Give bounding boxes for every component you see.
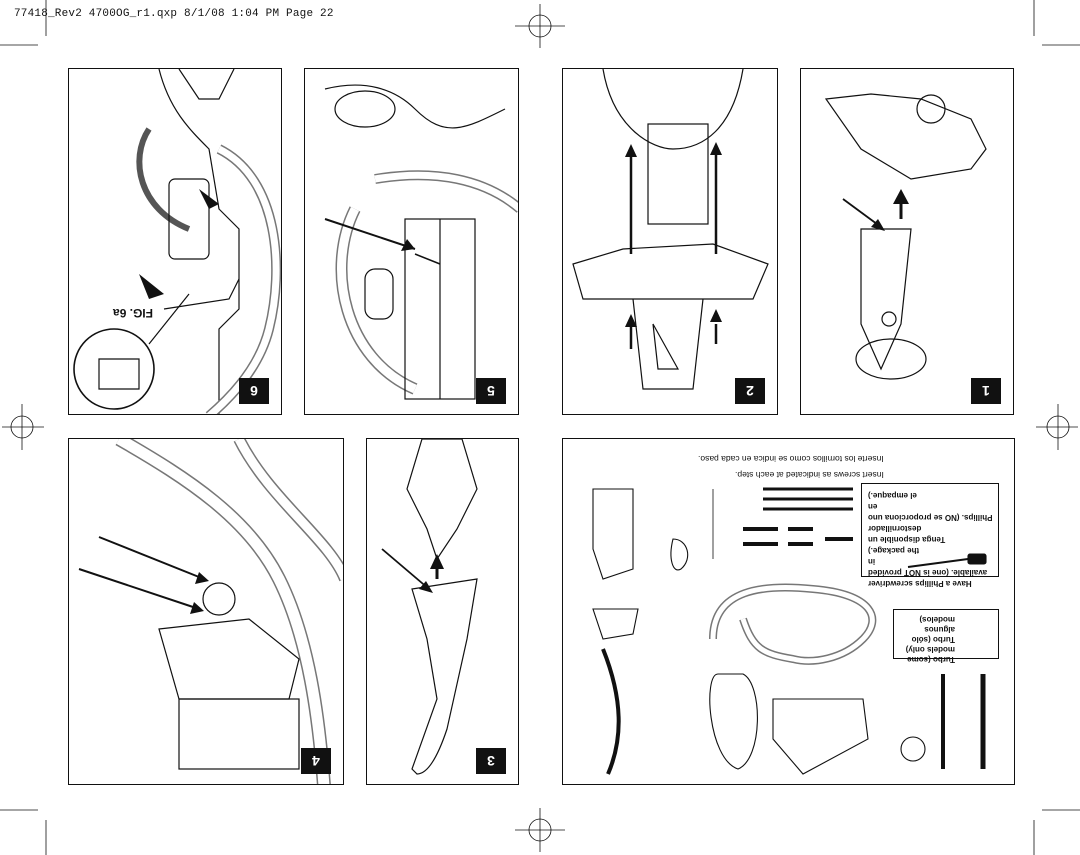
parts-illustrations: [592, 487, 987, 775]
step-3-number: 3: [476, 748, 506, 774]
step-6-number: 6: [239, 378, 269, 404]
short-screws: [743, 527, 853, 546]
step-6-panel: FIG. 6a 6: [68, 68, 282, 415]
step-3-illustration: [381, 439, 478, 775]
step-5-panel: 5: [304, 68, 519, 415]
step-5-number: 5: [476, 378, 506, 404]
file-slug: 77418_Rev2 4700OG_r1.qxp 8/1/08 1:04 PM …: [14, 8, 334, 20]
step-2-illustration: [572, 69, 769, 390]
step-2-panel: 2: [562, 68, 778, 415]
step-4-number: 4: [301, 748, 331, 774]
step-3-panel: 3: [366, 438, 519, 785]
step-2-number: 2: [735, 378, 765, 404]
step-1-number: 1: [971, 378, 1001, 404]
long-screws: [763, 487, 853, 511]
fig-6a-label: FIG. 6a: [113, 306, 154, 320]
step-5-illustration: [324, 84, 518, 400]
step-4-illustration: [78, 439, 343, 784]
turbo-note-box: Turbo (some models only) Turbo (sólo alg…: [893, 609, 999, 664]
step-4-panel: 4: [68, 438, 344, 785]
step-1-illustration: [824, 93, 987, 380]
parts-panel: Inserte los tornillos como se indica en …: [562, 438, 1015, 785]
step-6-illustration: [73, 69, 281, 414]
step-1-panel: 1: [800, 68, 1014, 415]
